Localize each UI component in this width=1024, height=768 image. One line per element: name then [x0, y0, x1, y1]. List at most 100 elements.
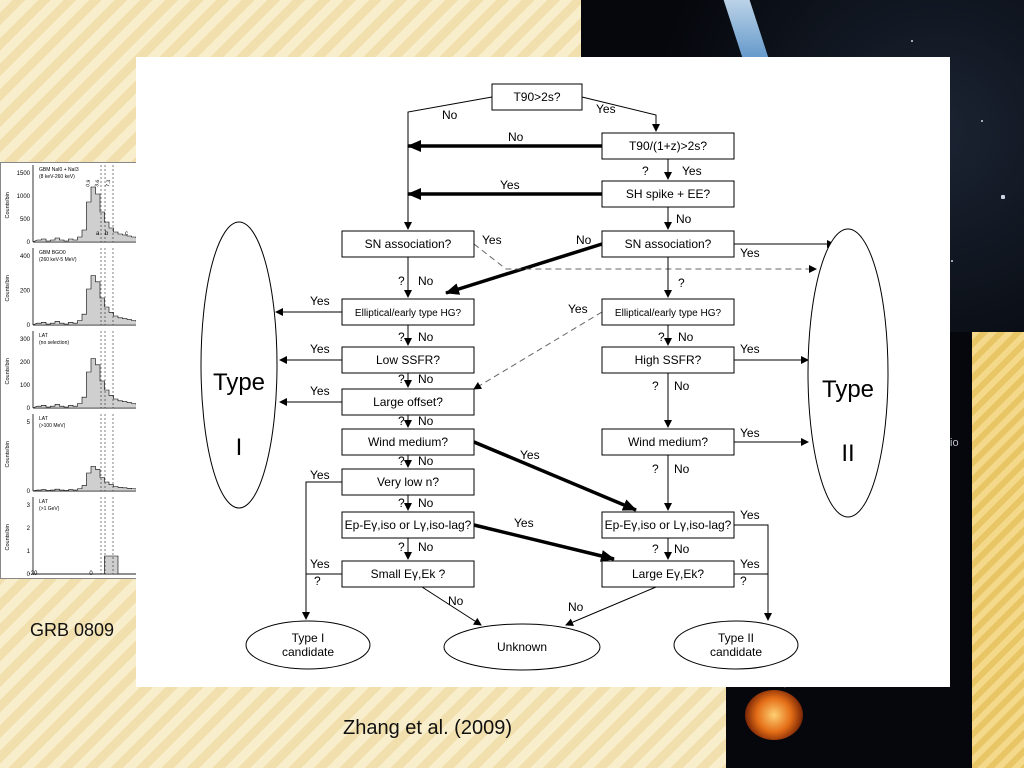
edge-label: Yes [310, 384, 330, 398]
edge-label: No [674, 379, 690, 393]
node-label-sn_l: SN association? [365, 237, 452, 251]
edge-label: Yes [682, 164, 702, 178]
lc-top-mark: 7.3 [105, 179, 112, 187]
node-label-ell_r: Elliptical/early type HG? [615, 308, 722, 319]
node-ep_l [341, 511, 475, 539]
edge-label: Yes [740, 508, 760, 522]
edge-label: No [508, 130, 524, 144]
lc-ytick: 0 [27, 572, 31, 578]
type-i-candidate-label: Type I [292, 631, 325, 645]
node-label-off_l: Large offset? [373, 395, 443, 409]
edge-lown-yes [302, 481, 342, 620]
edge-label: No [442, 108, 458, 122]
node-ep_r [601, 511, 735, 539]
type-ii-candidate [673, 620, 799, 670]
edge-label: ? [642, 164, 649, 178]
edge-snl-yes [473, 243, 817, 273]
edge-label: No [674, 542, 690, 556]
lc-histogram [32, 358, 142, 409]
lc-ytick: 300 [20, 337, 31, 343]
type-i-word: Type [213, 369, 265, 396]
edge-label: Yes [514, 516, 534, 530]
edge-label: ? [652, 462, 659, 476]
edge-label: No [676, 212, 692, 226]
edge-label: ? [398, 454, 405, 468]
lc-ytick: 0 [27, 489, 31, 495]
explosion-image [745, 690, 803, 740]
unknown [443, 623, 601, 671]
lc-panel-label: (>100 MeV) [39, 423, 66, 429]
node-label-t90z: T90/(1+z)>2s? [629, 139, 707, 153]
type-i-candidate-label: candidate [282, 645, 334, 659]
edge-label: ? [398, 414, 405, 428]
edge-label: No [418, 414, 434, 428]
edge-label: No [418, 454, 434, 468]
lc-top-mark: 3.6 [94, 179, 101, 187]
edge-label: Yes [482, 233, 502, 247]
lc-panel-label: LAT [39, 333, 48, 339]
edge-label: Yes [310, 468, 330, 482]
node-ell_r [601, 298, 735, 326]
type-i-candidate [245, 620, 371, 670]
edge-label: No [568, 600, 584, 614]
node-t90 [491, 83, 583, 111]
lc-panel-label: (8 keV-260 keV) [39, 174, 75, 180]
flowchart-svg: T90>2s?T90/(1+z)>2s?SH spike + EE?SN ass… [200, 83, 889, 671]
node-large [601, 560, 735, 588]
lc-panel-label: GBM NaI0 + NaI3 [39, 167, 79, 173]
edge-label: ? [678, 276, 685, 290]
lc-ytick: 500 [20, 217, 31, 223]
node-label-wind_r: Wind medium? [628, 435, 708, 449]
node-wind_l [341, 428, 475, 456]
lc-ylabel: Counts/bin [5, 524, 11, 550]
node-label-wind_l: Wind medium? [368, 435, 448, 449]
lc-ytick: 100 [20, 383, 31, 389]
edge-label: Yes [310, 294, 330, 308]
node-label-sh: SH spike + EE? [626, 187, 711, 201]
slide-background-stripe [972, 332, 1024, 768]
edge-label: ? [398, 274, 405, 288]
star [951, 260, 953, 262]
type-ii-word: Type [822, 376, 874, 403]
type-i-ellipse [200, 221, 278, 509]
lc-ytick: 1 [27, 549, 31, 555]
node-label-ep_r: Ep-Eγ,iso or Lγ,iso-lag? [605, 518, 732, 532]
lc-ytick: 1500 [17, 171, 31, 177]
lc-interval-mark: b [105, 231, 109, 237]
edge-label: ? [652, 379, 659, 393]
lc-panel-label: (>1 GeV) [39, 506, 60, 512]
edge-label: No [418, 540, 434, 554]
lc-histogram [32, 275, 142, 326]
lc-xtick: 0 [89, 571, 93, 577]
edge-label: No [418, 372, 434, 386]
node-lown [341, 468, 475, 496]
node-sh [601, 180, 735, 208]
node-ell_l [341, 298, 475, 326]
edge-label: Yes [310, 557, 330, 571]
lc-xtick: -20 [29, 571, 38, 577]
edge-label: Yes [740, 426, 760, 440]
star [1001, 195, 1005, 199]
edge-label: Yes [740, 246, 760, 260]
edge-label: No [418, 274, 434, 288]
edge-label: Yes [310, 342, 330, 356]
edge-label: ? [314, 574, 321, 588]
node-sn_l [341, 230, 475, 258]
node-label-small: Small Eγ,Ek ? [371, 567, 446, 581]
lc-panel-label: LAT [39, 416, 48, 422]
lc-panel-label: (260 keV-5 MeV) [39, 257, 77, 263]
edge-label: No [418, 496, 434, 510]
node-off_l [341, 388, 475, 416]
lc-panel-label: GBM BGO0 [39, 250, 66, 256]
node-label-ssfr_l: Low SSFR? [376, 353, 440, 367]
edge-snr-no [445, 242, 603, 295]
lc-ylabel: Counts/bin [5, 275, 11, 301]
edge-label: ? [398, 540, 405, 554]
lc-ytick: 3 [27, 503, 31, 509]
classification-flowchart: T90>2s?T90/(1+z)>2s?SH spike + EE?SN ass… [136, 57, 950, 687]
type-ii-num: II [841, 440, 854, 467]
node-label-sn_r: SN association? [625, 237, 712, 251]
lc-ylabel: Counts/bin [5, 192, 11, 218]
